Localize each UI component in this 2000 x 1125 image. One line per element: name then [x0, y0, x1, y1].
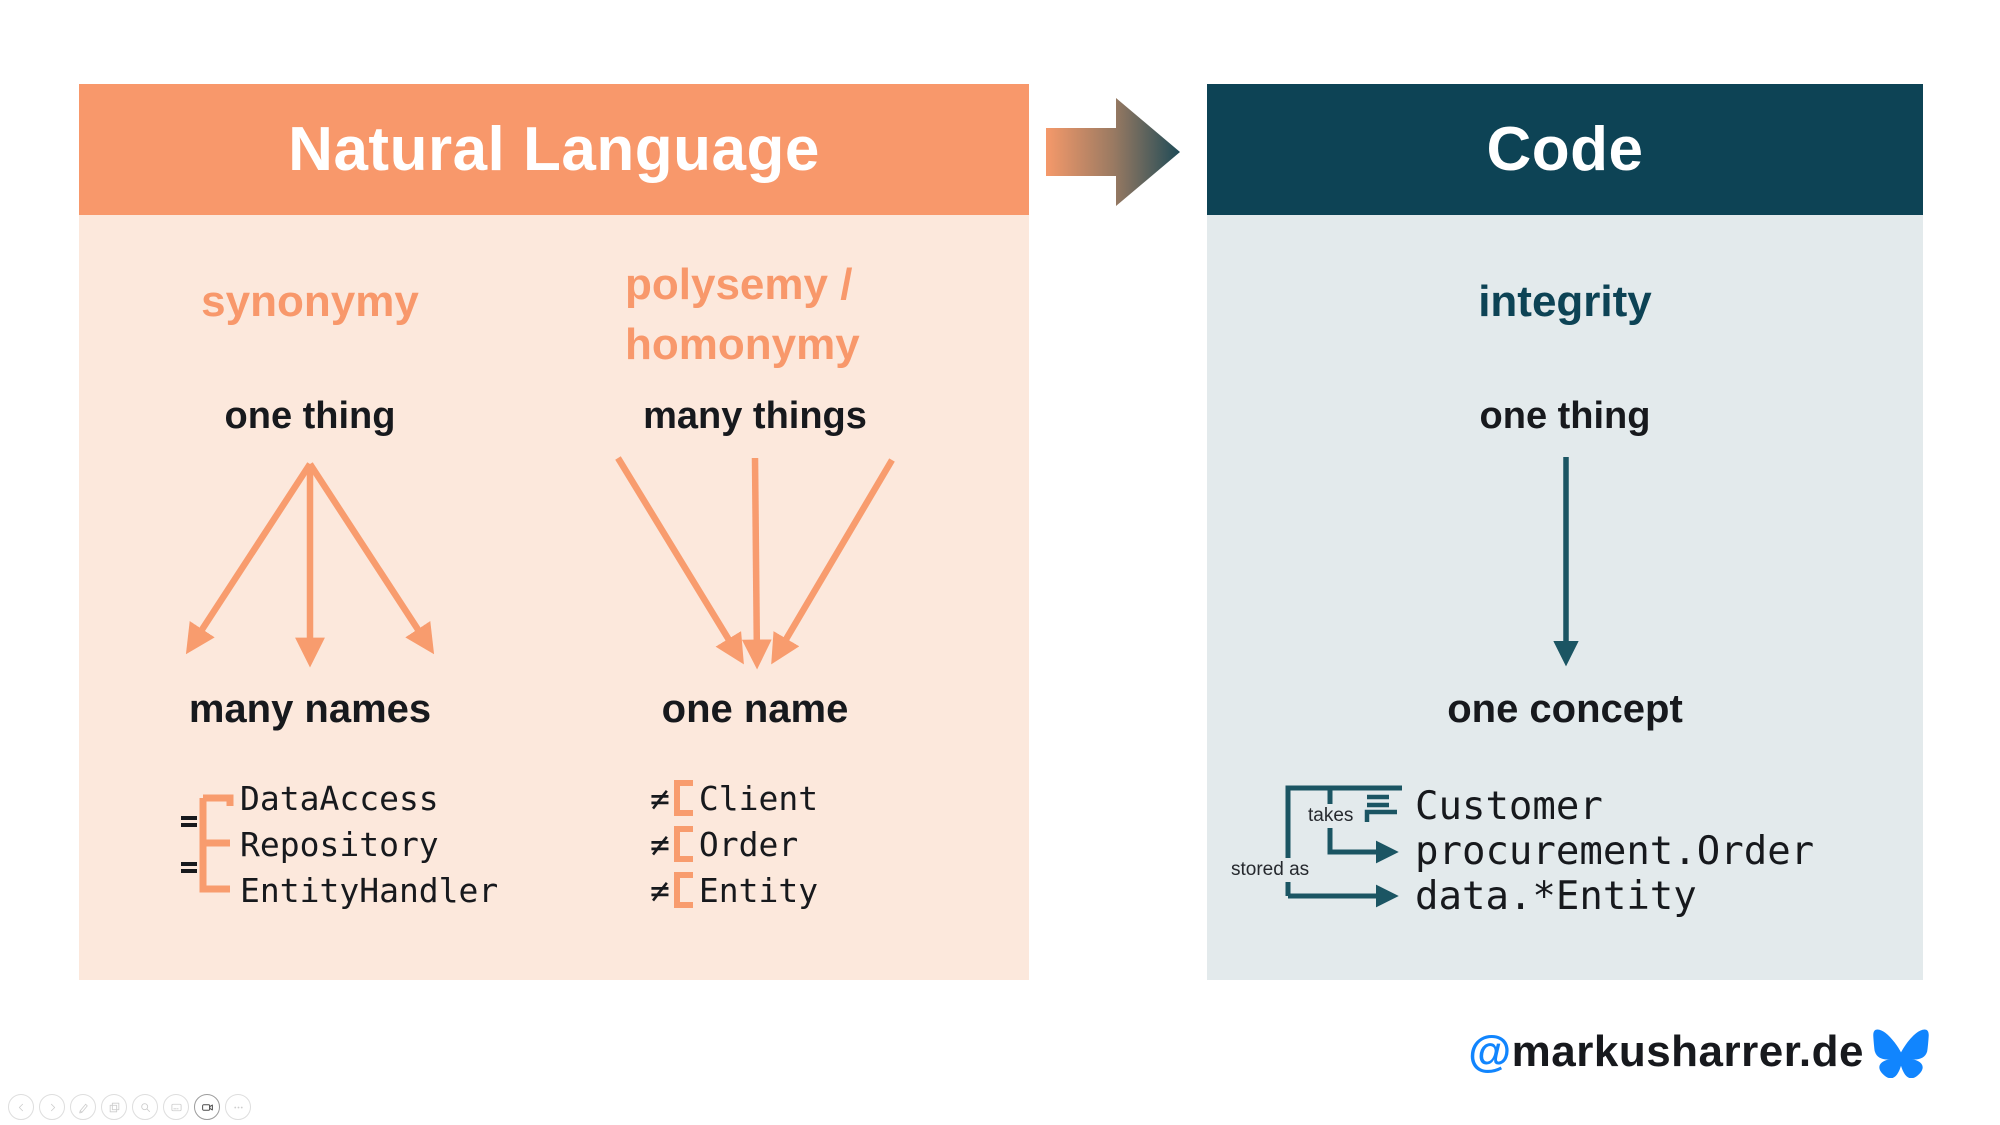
fan-out-arrows-icon	[185, 462, 435, 668]
synonymy-title: synonymy	[201, 277, 419, 326]
natural-language-title: Natural Language	[288, 115, 820, 184]
bluesky-butterfly-icon	[1873, 1029, 1929, 1078]
takes-edge-label: takes	[1302, 804, 1360, 828]
synonymy-bottom-label: many names	[188, 687, 432, 731]
equivalence-bracket-icon	[181, 794, 234, 893]
orange-bracket-icon	[673, 826, 693, 862]
definition-bracket-icon	[1364, 794, 1397, 822]
integrity-bottom-label: one concept	[1447, 687, 1683, 731]
synonymy-top-label: one thing	[224, 395, 396, 437]
orange-bracket-icon	[673, 780, 693, 816]
attribution: @markusharrer.de	[1468, 1026, 1930, 1078]
name-label: EntityHandler	[240, 870, 499, 910]
natural-language-header: Natural Language	[79, 84, 1029, 215]
code-lines-block: takes stored as Customer procurement.Ord…	[1225, 784, 1885, 924]
name-label: Entity	[698, 870, 819, 910]
orange-bracket-icon	[673, 872, 693, 908]
notes-button[interactable]	[163, 1094, 189, 1120]
down-arrow-icon	[1553, 457, 1579, 667]
at-symbol: @	[1468, 1027, 1512, 1076]
converge-arrows-icon	[615, 456, 895, 670]
stored-as-edge-label: stored as	[1225, 858, 1316, 882]
not-equal-symbol: ≠	[650, 778, 670, 818]
next-slide-button[interactable]	[39, 1094, 65, 1120]
integrity-top-label: one thing	[1479, 395, 1651, 437]
notes-card-icon	[170, 1103, 182, 1111]
more-button[interactable]	[225, 1094, 251, 1120]
zoom-button[interactable]	[132, 1094, 158, 1120]
synonymy-names-list: DataAccess Repository EntityHandler	[175, 775, 505, 915]
not-equal-symbol: ≠	[650, 824, 670, 864]
gradient-arrow-icon	[1046, 98, 1180, 206]
natural-language-panel: Natural Language synonymy one thing many…	[79, 84, 1029, 980]
code-panel: Code integrity one thing one concept	[1207, 84, 1923, 980]
integrity-title: integrity	[1478, 277, 1652, 326]
code-body: integrity one thing one concept	[1207, 215, 1923, 980]
presentation-toolbar	[8, 1094, 251, 1120]
name-label: Client	[698, 778, 819, 818]
camera-icon	[201, 1103, 213, 1111]
polysemy-title-line1: polysemy /	[625, 260, 853, 309]
overview-frames-icon	[109, 1102, 119, 1112]
magnifier-icon	[140, 1102, 150, 1112]
ellipsis-icon	[233, 1106, 243, 1108]
overview-button[interactable]	[101, 1094, 127, 1120]
polysemy-bottom-label: one name	[661, 687, 849, 731]
name-label: Order	[698, 824, 799, 864]
code-title: Code	[1486, 115, 1644, 184]
polysemy-title: polysemy / homonymy	[625, 255, 985, 375]
name-label: DataAccess	[240, 778, 439, 818]
code-header: Code	[1207, 84, 1923, 215]
handle-name: markusharrer.de	[1511, 1027, 1864, 1076]
code-line: procurement.Order	[1415, 829, 1815, 874]
draw-button[interactable]	[70, 1094, 96, 1120]
pen-icon	[78, 1103, 88, 1113]
handle-text: @markusharrer.de	[1468, 1027, 1864, 1077]
code-line: Customer	[1415, 784, 1603, 829]
camera-button[interactable]	[194, 1094, 220, 1120]
natural-language-body: synonymy one thing many names	[79, 215, 1029, 980]
code-line: data.*Entity	[1415, 874, 1697, 919]
name-label: Repository	[240, 824, 439, 864]
chevron-right-icon	[50, 1103, 55, 1111]
polysemy-names-list: ≠ Client ≠ Order ≠ Entity	[650, 775, 970, 915]
not-equal-symbol: ≠	[650, 870, 670, 910]
prev-slide-button[interactable]	[8, 1094, 34, 1120]
polysemy-top-label: many things	[643, 395, 867, 437]
chevron-left-icon	[18, 1103, 23, 1111]
polysemy-title-line2: homonymy	[625, 320, 860, 369]
